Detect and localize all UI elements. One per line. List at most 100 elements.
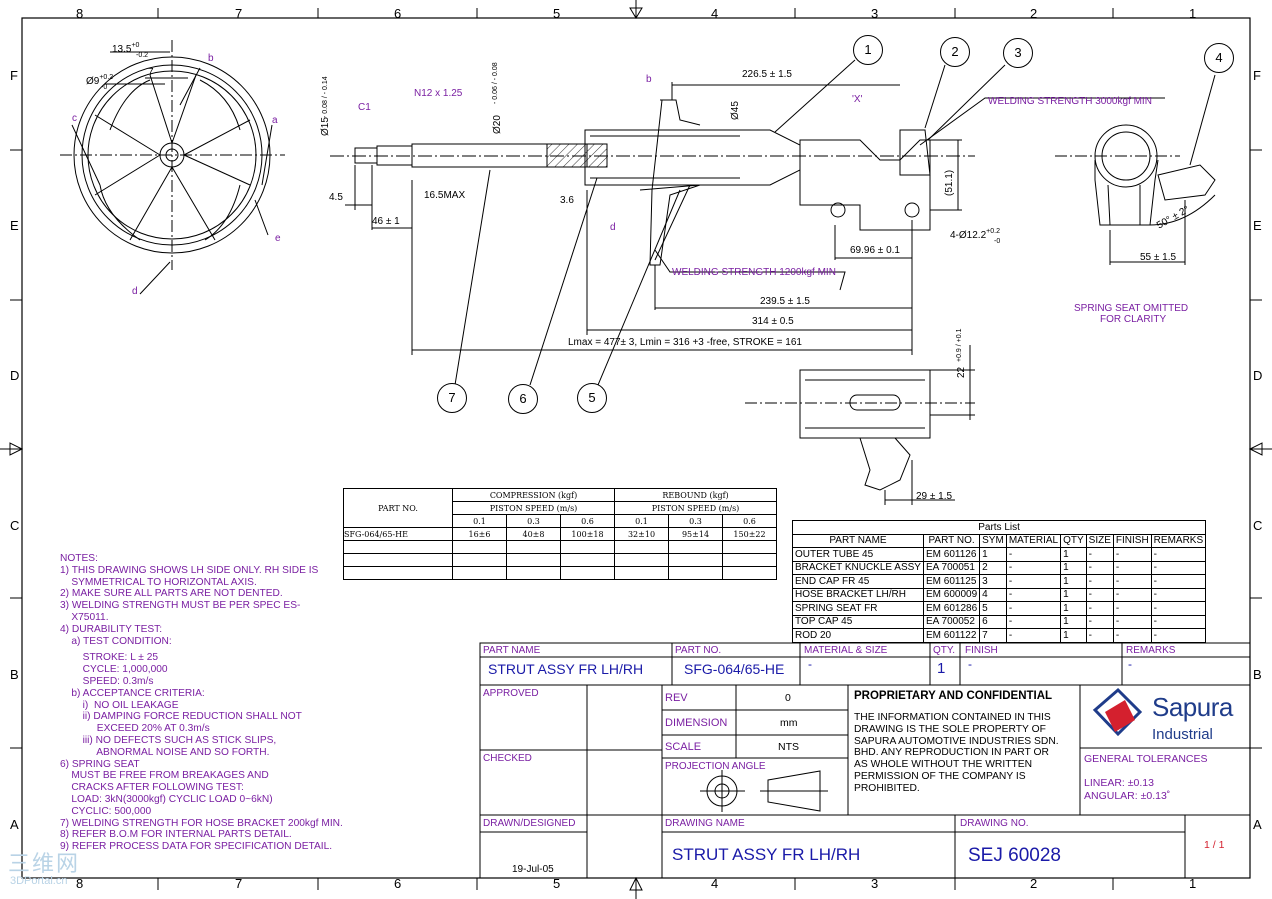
- parts-list-cell: -: [1085, 587, 1114, 602]
- note-line: ABNORMAL NOISE AND SO FORTH.: [60, 746, 270, 758]
- grid-col-7-bottom: 7: [235, 876, 243, 891]
- parts-list-cell: EM 601126: [922, 547, 981, 562]
- tb-rev: 0: [785, 692, 791, 704]
- perf-empty: [506, 553, 561, 567]
- note-spring-omit-2: FOR CLARITY: [1100, 314, 1167, 325]
- grid-row-C-right: C: [1253, 518, 1263, 533]
- perf-empty: [614, 553, 669, 567]
- note-line: a) TEST CONDITION:: [60, 635, 172, 647]
- grid-row-F-left: F: [10, 68, 18, 83]
- tb-approved-label: APPROVED: [483, 688, 539, 699]
- perf-header-part: PART NO.: [343, 488, 453, 528]
- grid-row-E-left: E: [10, 218, 19, 233]
- dim-29: 29 ± 1.5: [916, 491, 953, 502]
- grid-row-A-left: A: [10, 817, 19, 832]
- perf-empty: [668, 553, 723, 567]
- tb-linear: LINEAR: ±0.13: [1084, 777, 1154, 789]
- parts-list-cell: -: [1150, 574, 1207, 589]
- note-line: 6) SPRING SEAT: [60, 758, 140, 770]
- note-line: 9) REFER PROCESS DATA FOR SPECIFICATION …: [60, 841, 333, 853]
- tb-remarks-label: REMARKS: [1126, 645, 1176, 656]
- parts-list-header-cell: PART NO.: [922, 533, 981, 548]
- tb-drawing-no-label: DRAWING NO.: [960, 818, 1029, 829]
- dim-7: 7: [148, 67, 154, 78]
- parts-list-cell: EM 600009: [922, 587, 981, 602]
- parts-list-title: Parts List: [791, 520, 1207, 535]
- parts-list-cell: -: [1150, 547, 1207, 562]
- tb-material: -: [808, 657, 812, 671]
- parts-list-cell: -: [1112, 547, 1152, 562]
- tb-scale-label: SCALE: [665, 741, 702, 753]
- grid-row-B-left: B: [10, 667, 19, 682]
- parts-list-cell: -: [1005, 574, 1062, 589]
- tb-drawn-label: DRAWN/DESIGNED: [483, 818, 576, 829]
- tb-qty-label: QTY.: [933, 645, 956, 656]
- logo-mark: [1092, 687, 1143, 737]
- parts-list-cell: -: [1112, 587, 1152, 602]
- dim-4-5: 4.5: [329, 192, 343, 203]
- parts-list-cell: 7: [979, 628, 1007, 643]
- proprietary-line: BHD. ANY REPRODUCTION IN PART OR: [854, 747, 1049, 759]
- parts-list-cell: 1: [1060, 614, 1087, 629]
- parts-list-cell: -: [1005, 614, 1062, 629]
- label-e-end: e: [275, 233, 281, 244]
- perf-value: 95±14: [668, 527, 723, 541]
- note-line: 2) MAKE SURE ALL PARTS ARE NOT DENTED.: [60, 588, 283, 600]
- label-d-main: d: [610, 222, 616, 233]
- dim-55: 55 ± 1.5: [1140, 252, 1177, 263]
- grid-col-3-bottom: 3: [871, 876, 879, 891]
- proprietary-line: SAPURA AUTOMOTIVE INDUSTRIES SDN.: [854, 735, 1059, 747]
- perf-empty: [560, 566, 615, 580]
- perf-speed-cell: 0.1: [614, 514, 669, 528]
- dim-dia9-tol: -0: [101, 84, 108, 91]
- perf-empty: [506, 540, 561, 554]
- tb-finish-label: FINISH: [965, 645, 998, 656]
- dim-3-6: 3.6: [560, 195, 574, 206]
- perf-empty: [452, 553, 507, 567]
- perf-empty: [722, 553, 777, 567]
- parts-list-cell: -: [1085, 574, 1114, 589]
- parts-list-cell: -: [1085, 614, 1114, 629]
- parts-list-cell: 4: [979, 587, 1007, 602]
- parts-list-cell: EM 601125: [922, 574, 981, 589]
- grid-col-5-bottom: 5: [553, 876, 561, 891]
- parts-list-cell: EA 700051: [922, 560, 981, 575]
- tb-part-no-label: PART NO.: [675, 645, 722, 656]
- note-line: 4) DURABILITY TEST:: [60, 623, 163, 635]
- perf-value: 40±8: [506, 527, 561, 541]
- parts-list-cell: ROD 20: [792, 628, 924, 643]
- parts-list-cell: -: [1005, 587, 1062, 602]
- dim-dia9: Ø9+0.2: [86, 74, 114, 87]
- parts-list-cell: 1: [1060, 587, 1087, 602]
- tb-material-label: MATERIAL & SIZE: [804, 645, 888, 656]
- parts-list-cell: -: [1085, 560, 1114, 575]
- note-spring-omit-1: SPRING SEAT OMITTED: [1074, 303, 1189, 314]
- note-line: 7) WELDING STRENGTH FOR HOSE BRACKET 200…: [60, 817, 343, 829]
- parts-list-cell: 1: [1060, 547, 1087, 562]
- parts-list-cell: -: [1112, 614, 1152, 629]
- note-line: CYCLE: 1,000,000: [60, 664, 168, 676]
- parts-list-cell: -: [1005, 601, 1062, 616]
- parts-list-cell: 1: [1060, 601, 1087, 616]
- tb-part-name: STRUT ASSY FR LH/RH: [488, 661, 644, 677]
- grid-row-D-left: D: [10, 368, 20, 383]
- tb-rev-label: REV: [665, 692, 688, 704]
- label-b-end: b: [208, 53, 214, 64]
- parts-list-cell: -: [1150, 587, 1207, 602]
- proprietary-line: THE INFORMATION CONTAINED IN THIS: [854, 712, 1051, 723]
- damping-force-table: PART NO. COMPRESSION (kgf) REBOUND (kgf)…: [343, 488, 777, 580]
- grid-row-E-right: E: [1253, 218, 1262, 233]
- parts-list-cell: TOP CAP 45: [792, 614, 924, 629]
- perf-value: 150±22: [722, 527, 777, 541]
- tb-sheet: 1 / 1: [1204, 839, 1225, 851]
- note-line: iii) NO DEFECTS SUCH AS STICK SLIPS,: [60, 734, 277, 746]
- parts-list-cell: 2: [979, 560, 1007, 575]
- perf-empty: [452, 540, 507, 554]
- parts-list-cell: -: [1112, 601, 1152, 616]
- grid-col-7-top: 7: [235, 6, 243, 21]
- grid-col-6-top: 6: [394, 6, 402, 21]
